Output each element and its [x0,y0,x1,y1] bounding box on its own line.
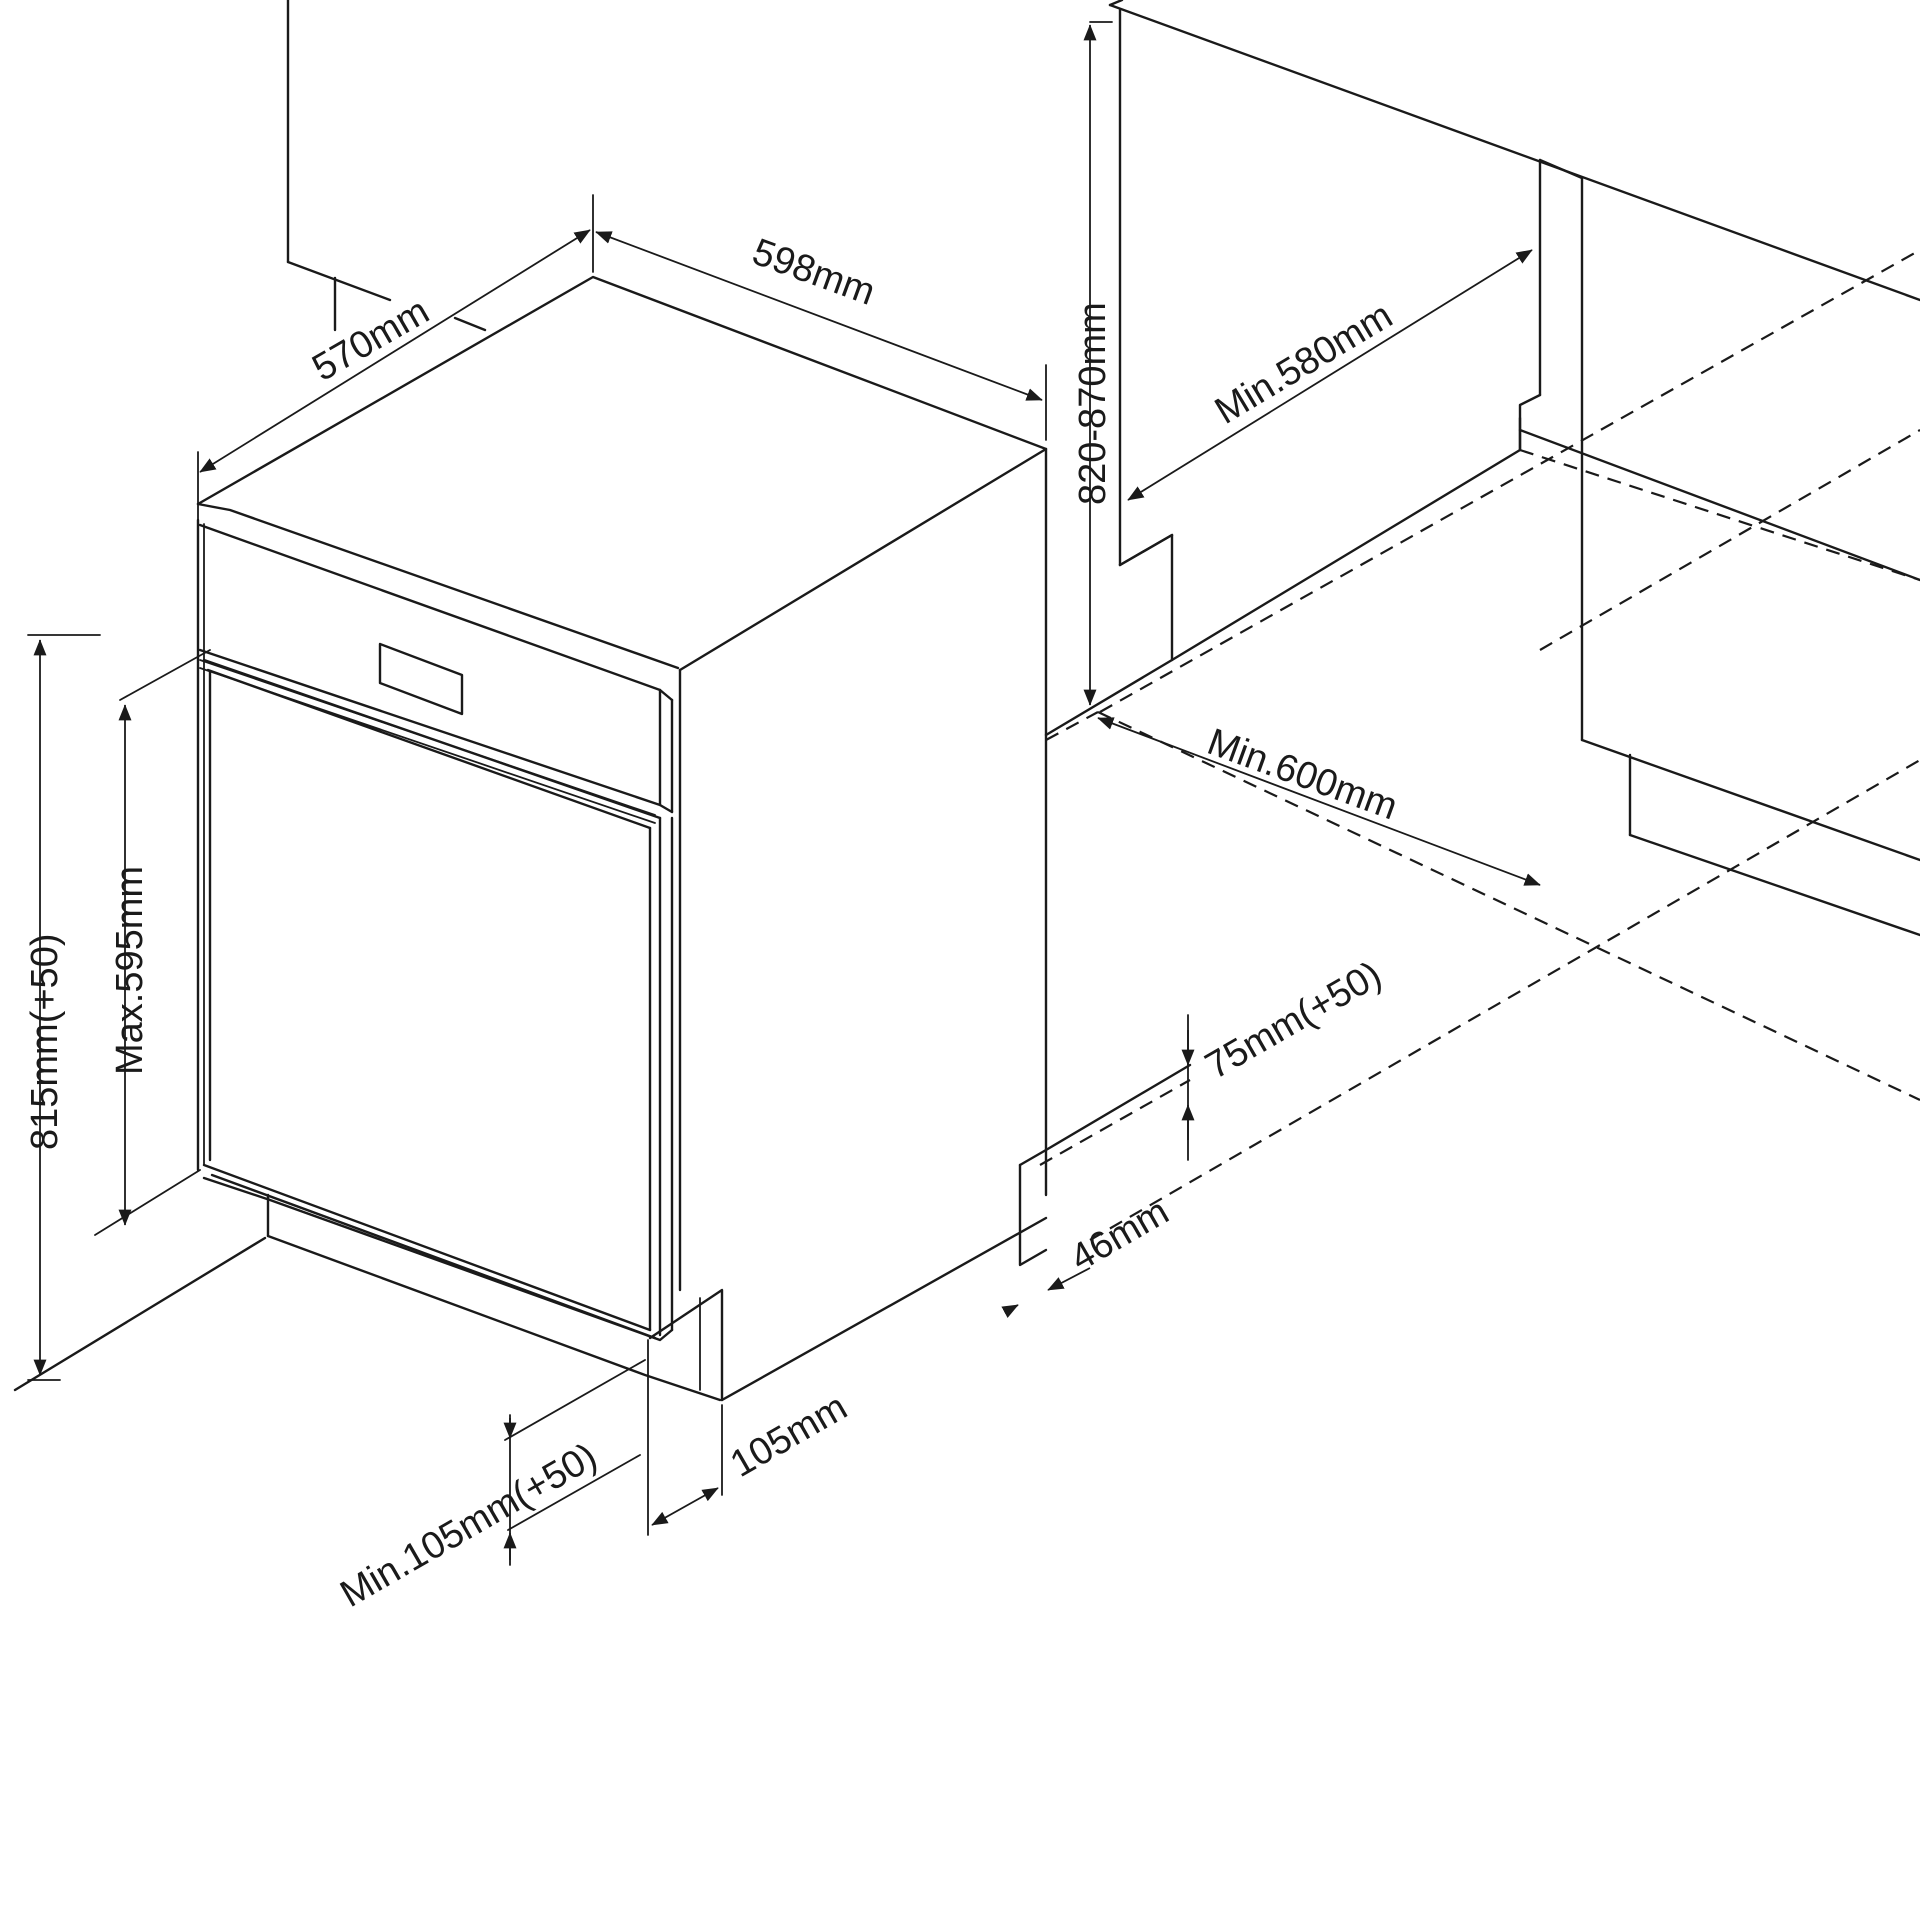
depth-label: 570mm [306,290,437,390]
door-height-label: Max.595mm [109,866,151,1075]
display-window [378,642,464,716]
dimension-height [27,634,101,1381]
left-wall-cabinet [286,0,487,332]
door-panel [202,658,674,1342]
dimension-front-min [503,1359,646,1566]
plinth-adjust-label: 75mm(+50) [1199,954,1389,1088]
height-label: 815mm(+50) [24,934,66,1150]
front-min-label: Min.105mm(+50) [334,1435,605,1616]
dimension-niche-height [1083,21,1113,706]
side-gap-label: 46mm [1064,1191,1176,1280]
front-gap-label: 105mm [724,1386,855,1486]
dimension-niche-width [1097,717,1541,886]
dimension-door-height [94,649,211,1236]
niche-height-label: 820-870mm [1072,302,1114,505]
control-panel [198,523,674,824]
niche-cabinets [1044,0,1920,937]
niche-depth-label: Min.580mm [1208,294,1400,432]
width-label: 598mm [747,231,880,314]
dimension-width [595,231,1047,441]
plinth [13,1193,724,1402]
dimension-front-gap [647,1339,723,1536]
floor-outline [1018,249,1920,1267]
dimension-depth [197,194,594,521]
dishwasher-body [196,275,1048,1402]
dimension-niche-depth [1127,249,1533,501]
dimension-side-gap [1001,1267,1091,1319]
